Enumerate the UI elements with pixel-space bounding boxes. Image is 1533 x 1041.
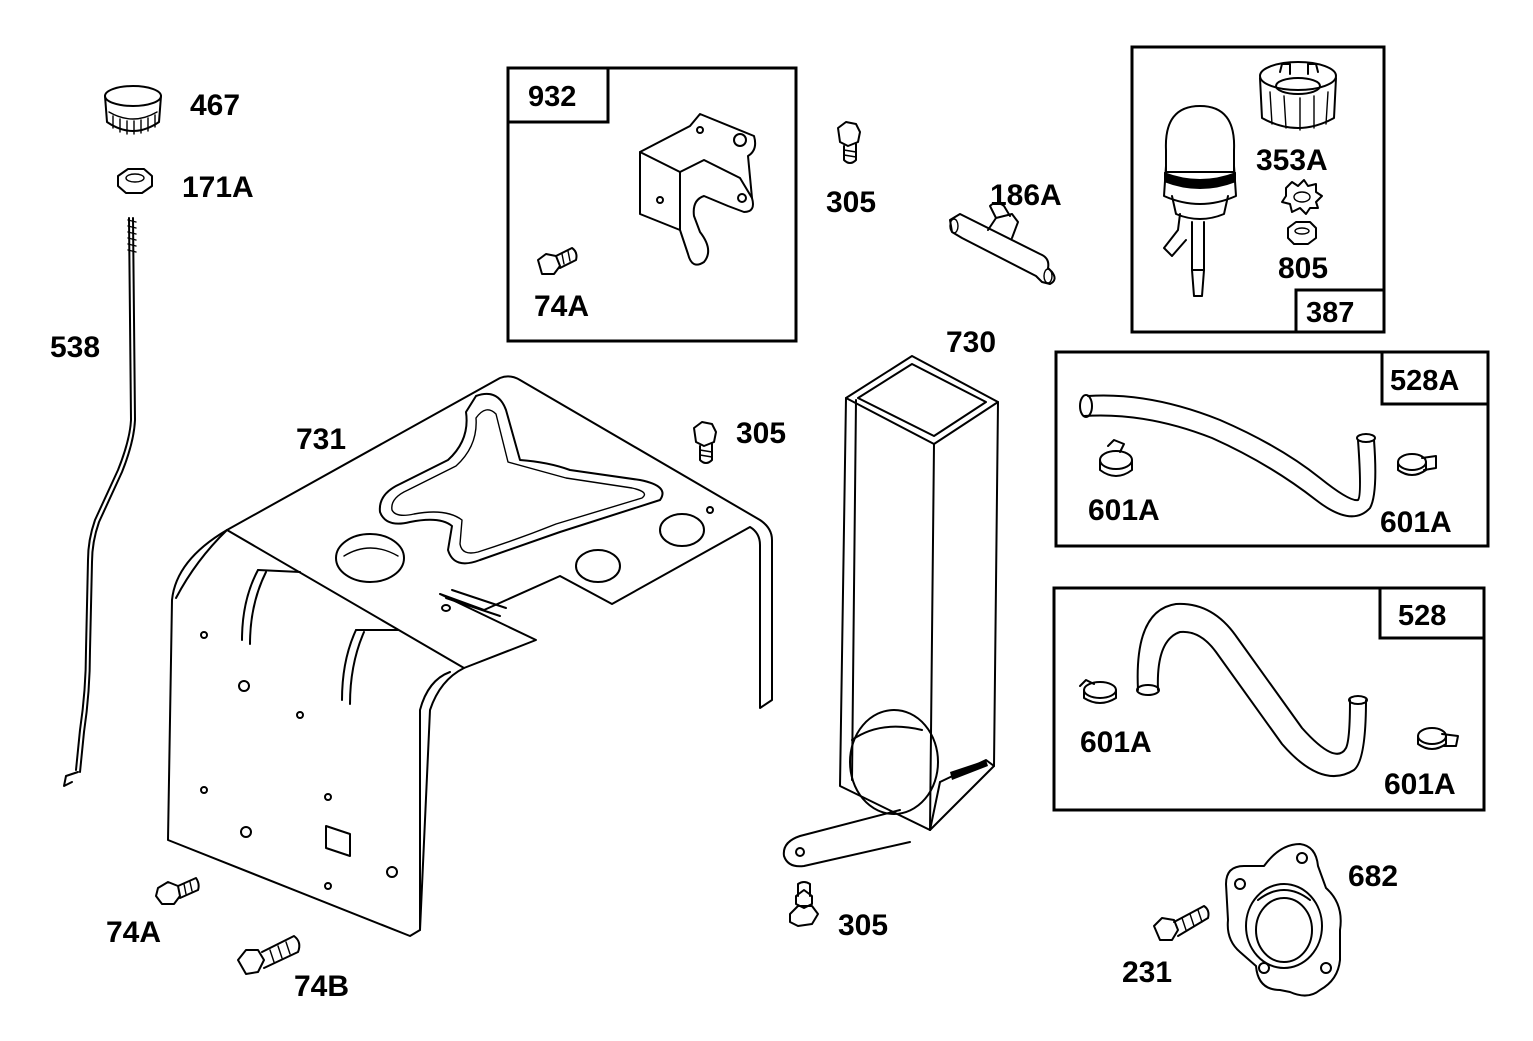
bracket-kit-frame bbox=[506, 66, 798, 343]
label-353a: 353A bbox=[1256, 144, 1328, 177]
label-467: 467 bbox=[190, 89, 240, 122]
primer-cap-icon bbox=[1259, 61, 1337, 131]
knob-icon bbox=[104, 85, 162, 135]
label-538: 538 bbox=[50, 331, 100, 364]
hex-nut-icon bbox=[1287, 221, 1317, 245]
hex-bolt-icon bbox=[155, 877, 200, 905]
label-74a-bracket: 74A bbox=[534, 290, 589, 323]
primer-bulb-icon bbox=[1163, 105, 1237, 297]
fuel-hose-icon bbox=[1136, 602, 1368, 778]
engine-shield-icon bbox=[167, 375, 773, 937]
hose-clamp-icon bbox=[1079, 679, 1117, 704]
hose-kit-a-frame bbox=[1054, 350, 1490, 548]
label-305-top: 305 bbox=[826, 186, 876, 219]
hex-bolt-icon bbox=[789, 881, 819, 927]
primer-kit-tag bbox=[1294, 288, 1386, 334]
bracket-kit-tag bbox=[506, 66, 610, 124]
label-74b: 74B bbox=[294, 970, 349, 1003]
hex-bolt-icon bbox=[837, 121, 861, 164]
hex-bolt-icon bbox=[237, 935, 301, 975]
hose-clamp-icon bbox=[1397, 453, 1437, 476]
label-601a-b-left: 601A bbox=[1080, 726, 1152, 759]
label-805: 805 bbox=[1278, 252, 1328, 285]
flange-bearing-icon bbox=[1225, 843, 1342, 997]
bracket-kit-number: 932 bbox=[528, 81, 576, 113]
hose-kit-b-number: 528 bbox=[1398, 600, 1446, 632]
label-305-shield: 305 bbox=[736, 417, 786, 450]
hose-kit-a-number: 528A bbox=[1390, 365, 1459, 397]
hex-bolt-icon bbox=[537, 247, 578, 275]
label-171a: 171A bbox=[182, 171, 254, 204]
label-74a-lower: 74A bbox=[106, 916, 161, 949]
label-682: 682 bbox=[1348, 860, 1398, 893]
hose-kit-a-tag bbox=[1380, 350, 1490, 406]
bracket-icon bbox=[639, 113, 757, 266]
label-186a: 186A bbox=[990, 179, 1062, 212]
primer-kit-number: 387 bbox=[1306, 297, 1354, 329]
hex-bolt-icon bbox=[1153, 905, 1210, 941]
hose-kit-b-frame bbox=[1052, 586, 1486, 812]
hex-bolt-icon bbox=[693, 421, 717, 464]
label-231: 231 bbox=[1122, 956, 1172, 989]
hose-clamp-icon bbox=[1099, 439, 1133, 477]
label-601a-b-right: 601A bbox=[1384, 768, 1456, 801]
hex-nut-icon bbox=[117, 168, 153, 194]
tee-fitting-icon bbox=[949, 202, 1056, 285]
control-rod-icon bbox=[63, 217, 137, 787]
primer-kit-frame bbox=[1130, 45, 1386, 334]
fuel-hose-icon bbox=[1079, 394, 1377, 518]
hose-clamp-icon bbox=[1417, 727, 1459, 750]
label-601a-a-left: 601A bbox=[1088, 494, 1160, 527]
label-305-chute: 305 bbox=[838, 909, 888, 942]
chute-icon bbox=[782, 355, 999, 868]
label-601a-a-right: 601A bbox=[1380, 506, 1452, 539]
label-731: 731 bbox=[296, 423, 346, 456]
hose-kit-b-tag bbox=[1378, 586, 1486, 640]
lock-washer-icon bbox=[1281, 179, 1323, 215]
label-730: 730 bbox=[946, 326, 996, 359]
